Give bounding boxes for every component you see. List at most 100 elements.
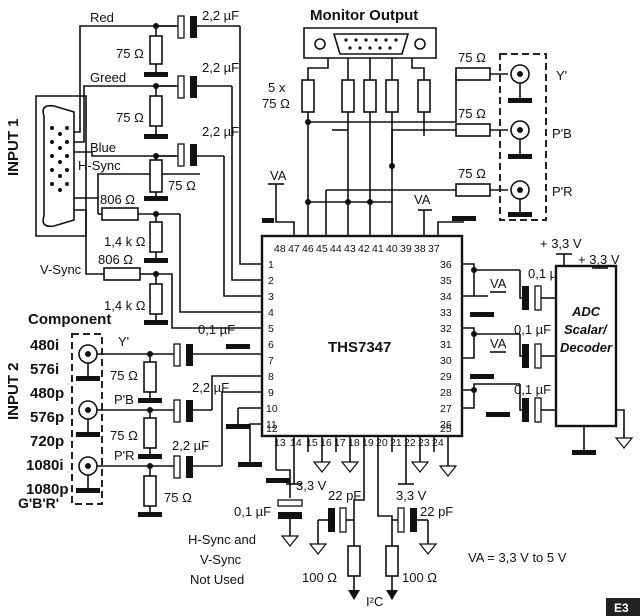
svg-text:3: 3	[268, 291, 274, 303]
output-pr-jack	[508, 180, 532, 217]
svg-text:9: 9	[268, 387, 274, 399]
svg-text:8: 8	[268, 371, 274, 383]
input-pr-label: P'R	[114, 448, 135, 463]
svg-text:24: 24	[432, 437, 444, 449]
svg-text:19: 19	[362, 437, 374, 449]
r75-in-pb-value: 75 Ω	[110, 428, 138, 443]
pin-12-label: 12	[266, 423, 278, 435]
output-y-jack	[508, 64, 532, 103]
i2c-cap-right	[392, 507, 438, 555]
svg-text:48: 48	[274, 243, 286, 255]
output-pb-resistor	[455, 123, 491, 137]
svg-text:46: 46	[302, 243, 314, 255]
r75-out-pr-value: 75 Ω	[458, 166, 486, 181]
svg-text:1080p: 1080p	[26, 481, 69, 498]
svg-text:28: 28	[440, 387, 452, 399]
figure-tag	[606, 598, 640, 616]
r75-green-value: 75 Ω	[116, 110, 144, 125]
input-pr-termination	[138, 466, 162, 517]
green-termination-resistor	[144, 86, 168, 139]
adc-label-3: Decoder	[560, 340, 613, 355]
adc-label-2: Scalar/	[564, 322, 608, 337]
adc-coupling-cap-1	[519, 270, 556, 311]
svg-text:31: 31	[440, 339, 452, 351]
r14k-h-value: 1,4 k Ω	[104, 234, 146, 249]
hsync-label: H-Sync	[78, 158, 121, 173]
vsync-806-resistor	[103, 267, 156, 281]
svg-text:47: 47	[288, 243, 300, 255]
r75-blue-value: 75 Ω	[168, 178, 196, 193]
right-pin-network	[462, 263, 520, 417]
input-pb-capacitor	[173, 399, 212, 423]
v33-adc-left: + 3,3 V	[540, 236, 582, 251]
r75-in-y-value: 75 Ω	[110, 368, 138, 383]
r75-monitor-value: 75 Ω	[262, 96, 290, 111]
svg-text:720p: 720p	[30, 433, 64, 450]
svg-text:36: 36	[440, 259, 452, 271]
hv-note-line1: H-Sync and	[188, 532, 256, 547]
hsync-1k4-resistor	[144, 214, 168, 263]
svg-text:2: 2	[268, 275, 274, 287]
svg-text:38: 38	[414, 243, 426, 255]
cap-in-y-value: 0,1 µF	[198, 322, 235, 337]
i2c-cap-left	[308, 507, 354, 555]
svg-text:26: 26	[440, 419, 452, 431]
svg-text:480p: 480p	[30, 385, 64, 402]
svg-text:5: 5	[268, 323, 274, 335]
svg-text:33: 33	[440, 307, 452, 319]
cap-bottom-value: 0,1 µF	[234, 504, 271, 519]
cap-i2c-left-value: 22 pF	[328, 488, 361, 503]
cap-in-pb-value: 2,2 µF	[192, 380, 229, 395]
adc-coupling-cap-3	[519, 384, 556, 423]
input-pr-jack	[76, 456, 100, 493]
svg-text:22: 22	[404, 437, 416, 449]
svg-text:27: 27	[440, 403, 452, 415]
input-pb-termination	[138, 410, 162, 459]
input-pb-jack	[76, 400, 100, 437]
vsync-1k4-resistor	[144, 274, 168, 325]
v33-bottom-left: 3,3 V	[296, 478, 327, 493]
hsync-806-resistor	[98, 207, 180, 221]
five-x-label: 5 x	[268, 80, 286, 95]
svg-text:7: 7	[268, 355, 274, 367]
svg-text:21: 21	[390, 437, 402, 449]
v33-bottom-right: 3,3 V	[396, 488, 427, 503]
svg-text:43: 43	[344, 243, 356, 255]
component-format-list: 480i 576i 480p 576p 720p 1080i 1080p G'B…	[18, 337, 69, 511]
svg-text:42: 42	[358, 243, 370, 255]
svg-text:1: 1	[268, 259, 274, 271]
adc-coupling-cap-2	[519, 334, 556, 369]
svg-text:20: 20	[376, 437, 388, 449]
va-top-right: VA	[414, 192, 431, 207]
input-y-capacitor	[173, 343, 262, 367]
blue-label: Blue	[90, 140, 116, 155]
svg-text:10: 10	[266, 403, 278, 415]
svg-text:13: 13	[274, 437, 286, 449]
monitor-output-connector	[303, 27, 437, 59]
r100-right-value: 100 Ω	[402, 570, 437, 585]
svg-text:23: 23	[418, 437, 430, 449]
r806-v-value: 806 Ω	[98, 252, 133, 267]
green-coupling-capacitor	[156, 75, 232, 99]
svg-text:11: 11	[266, 419, 277, 431]
r75-red-value: 75 Ω	[116, 46, 144, 61]
svg-text:G'B'R': G'B'R'	[18, 495, 59, 511]
svg-text:34: 34	[440, 291, 452, 303]
r75-out-pb-value: 75 Ω	[458, 106, 486, 121]
v33-adc-right: + 3,3 V	[578, 252, 620, 267]
hv-note-line3: Not Used	[190, 572, 244, 587]
output-pr-resistor	[455, 183, 491, 197]
r14k-v-value: 1,4 k Ω	[104, 298, 146, 313]
chip-label: THS7347	[328, 339, 391, 356]
svg-text:1080i: 1080i	[26, 457, 64, 474]
r75-in-pr-value: 75 Ω	[164, 490, 192, 505]
ths7347-chip	[260, 234, 464, 438]
svg-text:14: 14	[290, 437, 302, 449]
i2c-resistor-left	[347, 545, 361, 600]
adc-scalar-decoder-block	[554, 264, 618, 428]
va-top-left: VA	[270, 168, 287, 183]
green-label: Greed	[90, 70, 126, 85]
output-connector-box	[499, 53, 547, 221]
svg-text:30: 30	[440, 355, 452, 367]
svg-text:35: 35	[440, 275, 452, 287]
